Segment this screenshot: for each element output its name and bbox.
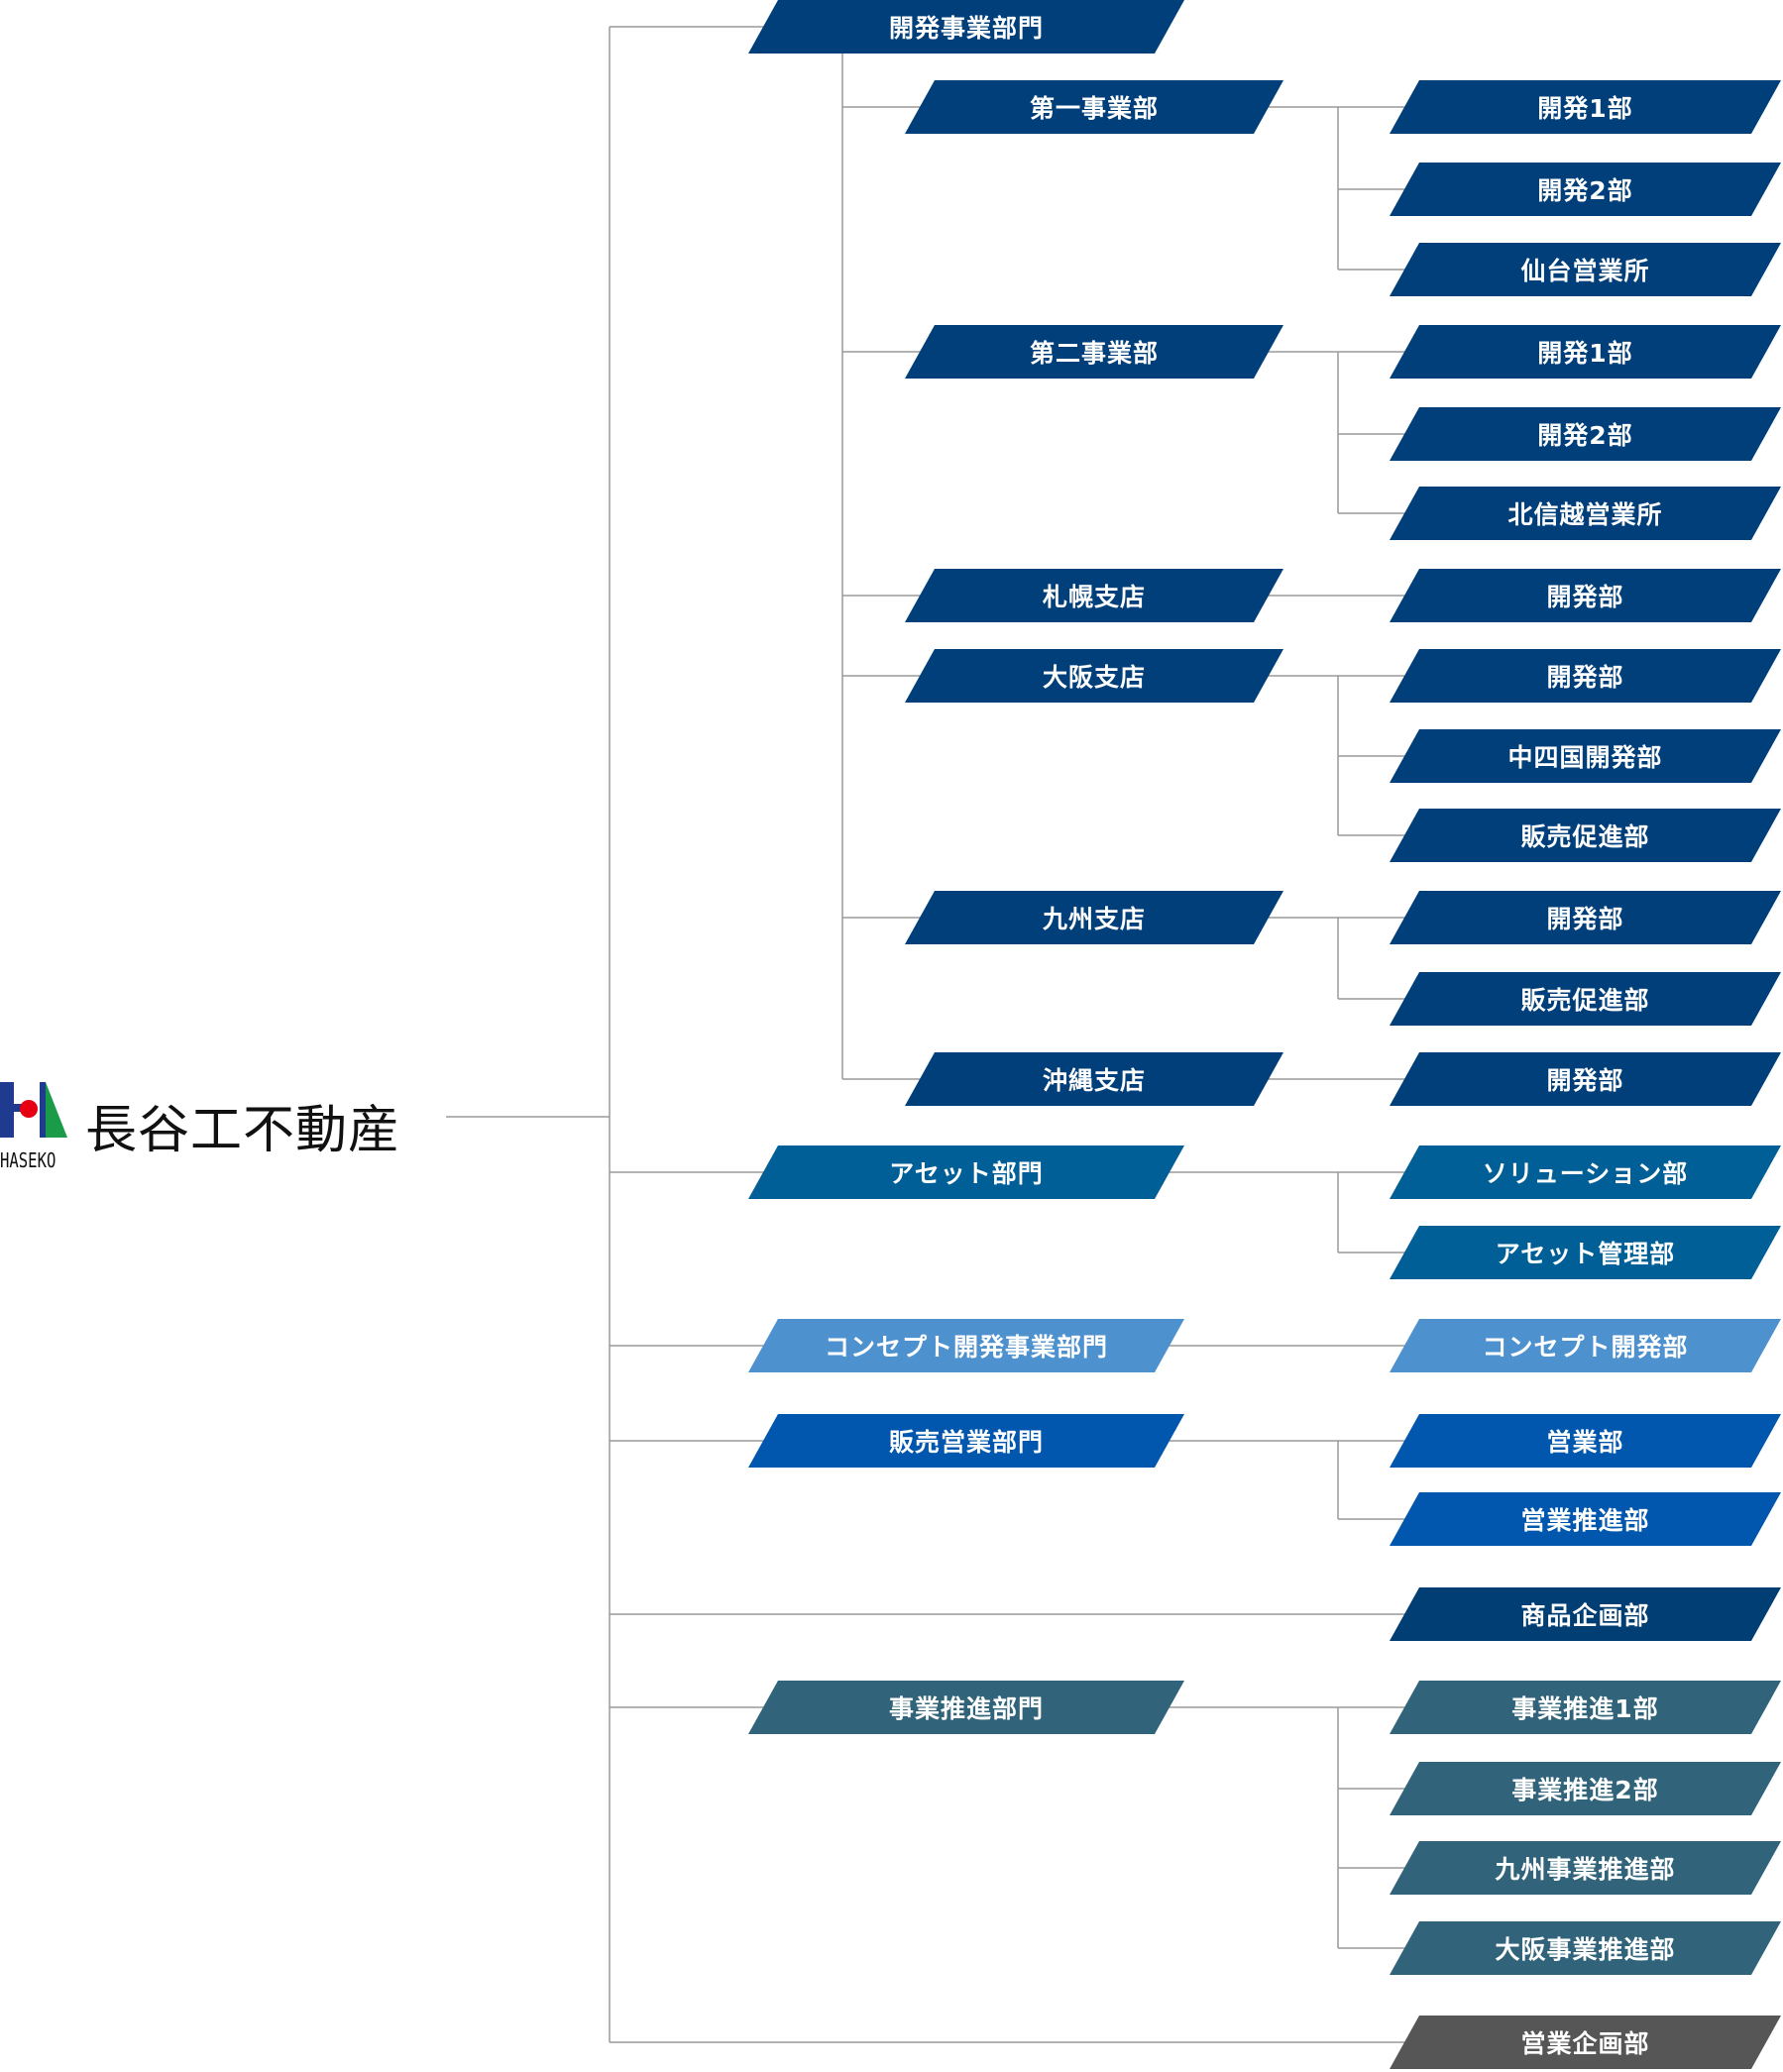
dept-second-dev1[interactable]: 開発1部: [1390, 325, 1781, 379]
unit-first-business[interactable]: 第一事業部: [905, 80, 1283, 134]
company-brand: HASEKO: [0, 1148, 56, 1172]
dept-first-dev1[interactable]: 開発1部: [1390, 80, 1781, 134]
dept-sales-planning[interactable]: 営業企画部: [1390, 2016, 1781, 2069]
dept-product-planning[interactable]: 商品企画部: [1390, 1587, 1781, 1641]
dept-osaka-sales-promo[interactable]: 販売促進部: [1390, 809, 1781, 862]
dept-concept-dev[interactable]: コンセプト開発部: [1390, 1319, 1781, 1372]
dept-chushikoku-dev[interactable]: 中四国開発部: [1390, 729, 1781, 783]
dept-business-promo1[interactable]: 事業推進1部: [1390, 1681, 1781, 1734]
dept-sales-promotion[interactable]: 営業推進部: [1390, 1492, 1781, 1546]
logo-green-triangle-icon: [46, 1082, 67, 1138]
dept-asset-management[interactable]: アセット管理部: [1390, 1226, 1781, 1279]
company-name: 長谷工不動産: [85, 1101, 401, 1160]
division-sales[interactable]: 販売営業部門: [748, 1414, 1184, 1468]
unit-osaka-branch[interactable]: 大阪支店: [905, 649, 1283, 703]
unit-sapporo-branch[interactable]: 札幌支店: [905, 569, 1283, 622]
division-dev[interactable]: 開発事業部門: [748, 0, 1184, 54]
division-business-promotion[interactable]: 事業推進部門: [748, 1681, 1184, 1734]
unit-okinawa-branch[interactable]: 沖縄支店: [905, 1052, 1283, 1106]
dept-first-dev2[interactable]: 開発2部: [1390, 163, 1781, 216]
haseko-logo: [0, 1082, 67, 1138]
dept-kyushu-dev[interactable]: 開発部: [1390, 891, 1781, 944]
dept-business-promo2[interactable]: 事業推進2部: [1390, 1762, 1781, 1815]
dept-kyushu-sales-promo[interactable]: 販売促進部: [1390, 972, 1781, 1026]
dept-sales[interactable]: 営業部: [1390, 1414, 1781, 1468]
dept-solution[interactable]: ソリューション部: [1390, 1145, 1781, 1199]
dept-sapporo-dev[interactable]: 開発部: [1390, 569, 1781, 622]
dept-second-dev2[interactable]: 開発2部: [1390, 407, 1781, 461]
unit-second-business[interactable]: 第二事業部: [905, 325, 1283, 379]
division-asset[interactable]: アセット部門: [748, 1145, 1184, 1199]
dept-okinawa-dev[interactable]: 開発部: [1390, 1052, 1781, 1106]
dept-osaka-dev[interactable]: 開発部: [1390, 649, 1781, 703]
dept-sendai-office[interactable]: 仙台営業所: [1390, 243, 1781, 296]
dept-kyushu-business-promo[interactable]: 九州事業推進部: [1390, 1841, 1781, 1895]
division-concept[interactable]: コンセプト開発事業部門: [748, 1319, 1184, 1372]
dept-osaka-business-promo[interactable]: 大阪事業推進部: [1390, 1921, 1781, 1975]
logo-left-bar-icon: [0, 1082, 14, 1138]
unit-kyushu-branch[interactable]: 九州支店: [905, 891, 1283, 944]
dept-hokushinetsu-office[interactable]: 北信越営業所: [1390, 487, 1781, 540]
logo-red-dot-icon: [20, 1100, 38, 1118]
